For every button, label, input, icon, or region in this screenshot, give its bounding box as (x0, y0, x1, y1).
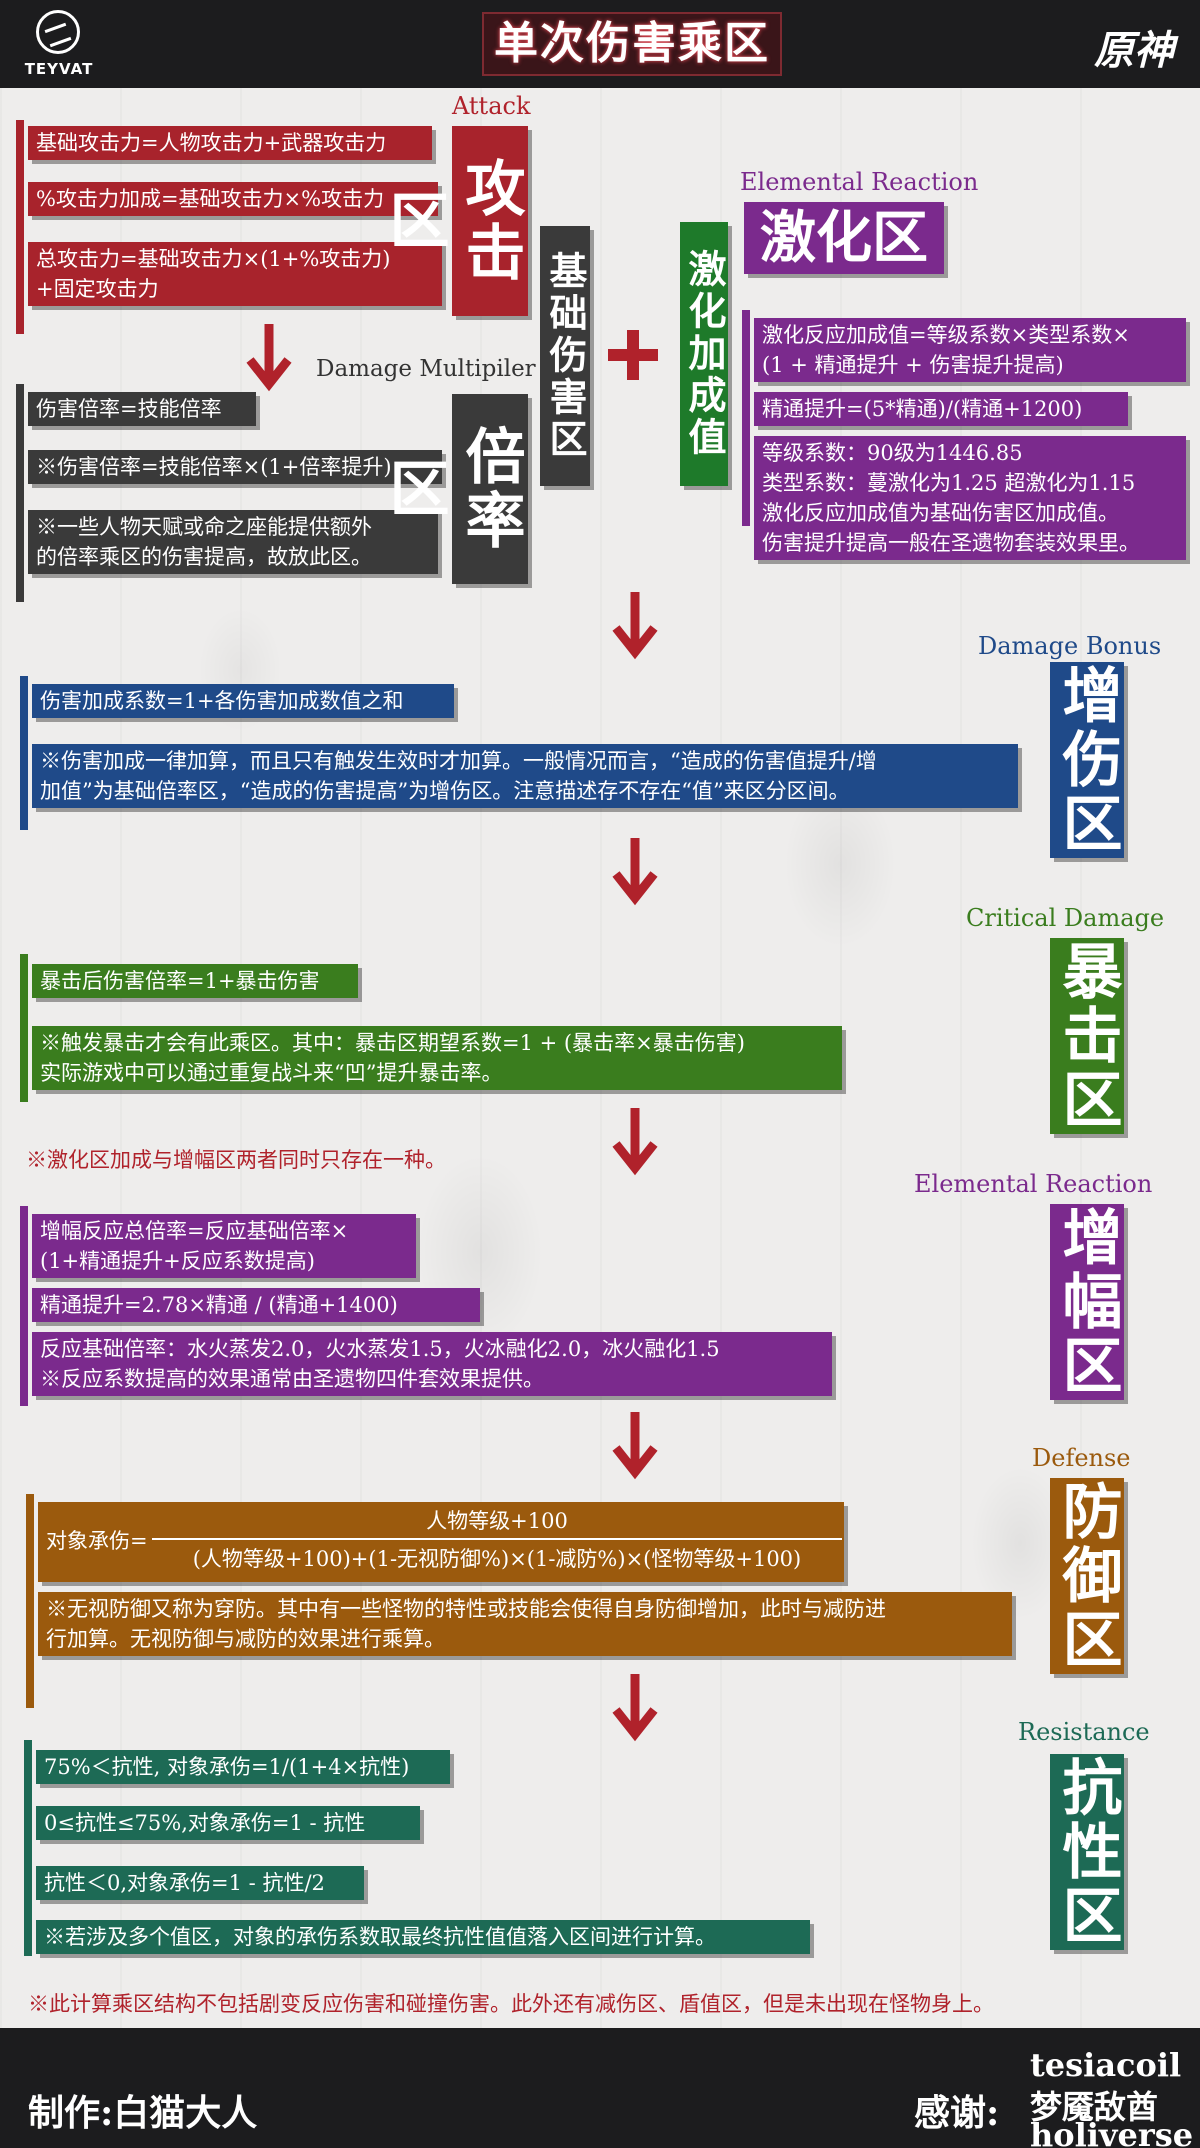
resistance-item-4: ※若涉及多个值区，对象的承伤系数取最终抗性值值落入区间进行计算。 (36, 1920, 810, 1954)
page-title: 单次伤害乘区 (482, 12, 782, 76)
damage-bonus-zone-label: 增伤区 (1050, 662, 1124, 858)
arrow-down-icon (612, 1674, 658, 1742)
attack-bar (16, 120, 24, 334)
defense-formula-lhs: 对象承伤= (46, 1529, 148, 1553)
defense-en-label: Defense (1032, 1444, 1131, 1472)
attack-en-label: Attack (452, 92, 531, 120)
catalyze-en-label: Elemental Reaction (740, 168, 979, 196)
multiplier-bar (16, 384, 24, 602)
arrow-down-icon (612, 838, 658, 906)
amplify-item-2: 精通提升=2.78×精通 / (精通+1400) (32, 1288, 480, 1322)
resistance-item-2: 0≤抗性≤75%,对象承伤=1 - 抗性 (36, 1806, 420, 1840)
resistance-item-3: 抗性＜0,对象承伤=1 - 抗性/2 (36, 1866, 364, 1900)
catalyze-item-3: 等级系数：90级为1446.85 类型系数：蔓激化为1.25 超激化为1.15 … (754, 436, 1186, 560)
defense-formula: 对象承伤= 人物等级+100 (人物等级+100)+(1-无视防御%)×(1-减… (38, 1502, 844, 1582)
catalyze-zone-label: 激化区 (744, 202, 944, 274)
attack-zone-label: 攻击区 (379, 126, 528, 316)
arrow-down-icon (612, 1412, 658, 1480)
resistance-bar (24, 1740, 32, 1956)
fraction-line (152, 1538, 842, 1540)
amplify-zone-label: 增幅区 (1050, 1204, 1124, 1400)
credit-name: 梦魇敌酋 (1030, 2088, 1159, 2126)
teyvat-logo-text: TEYVAT (24, 60, 94, 78)
plus-icon (608, 330, 658, 380)
catalyze-value-label: 激化加成值 (680, 222, 728, 486)
defense-note: ※无视防御又称为穿防。其中有一些怪物的特性或技能会使得自身防御增加，此时与减防进… (38, 1592, 1012, 1656)
base-damage-zone-label: 基础伤害区 (540, 226, 590, 486)
attack-item-3: 总攻击力=基础攻击力×(1+%攻击力) +固定攻击力 (28, 242, 442, 306)
critical-item-2: ※触发暴击才会有此乘区。其中：暴击区期望系数=1 + (暴击率×暴击伤害) 实际… (32, 1026, 842, 1090)
page-title-text: 单次伤害乘区 (494, 18, 770, 69)
amplify-item-1: 增幅反应总倍率=反应基础倍率× (1+精通提升+反应系数提高) (32, 1214, 416, 1278)
critical-en-label: Critical Damage (966, 904, 1165, 932)
note-bottom: ※此计算乘区结构不包括剧变反应伤害和碰撞伤害。此外还有减伤区、盾值区，但是未出现… (28, 1992, 994, 2016)
defense-formula-numerator: 人物等级+100 (426, 1509, 568, 1533)
credit-name: holiverse (1030, 2116, 1194, 2148)
damage-bonus-item-1: 伤害加成系数=1+各伤害加成数值之和 (32, 684, 454, 718)
attack-item-2: %攻击力加成=基础攻击力×%攻击力 (28, 182, 438, 216)
resistance-zone-label: 抗性区 (1050, 1754, 1124, 1950)
genshin-logo: 原神 (1094, 27, 1174, 74)
amplify-item-3: 反应基础倍率：水火蒸发2.0，火水蒸发1.5，火冰融化2.0，冰火融化1.5 ※… (32, 1332, 832, 1396)
teyvat-logo: TEYVAT (14, 8, 94, 84)
multiplier-item-2: ※伤害倍率=技能倍率×(1+倍率提升) (28, 450, 442, 484)
amplify-en-label: Elemental Reaction (914, 1170, 1153, 1198)
header-bar: TEYVAT 单次伤害乘区 原神 (0, 0, 1200, 88)
damage-bonus-item-2: ※伤害加成一律加算，而且只有触发生效时才加算。一般情况而言，“造成的伤害值提升/… (32, 744, 1018, 808)
catalyze-item-1: 激化反应加成值=等级系数×类型系数× (1 + 精通提升 + 伤害提升提高) (754, 318, 1186, 382)
multiplier-en-label: Damage Multipiler (316, 356, 536, 382)
attack-item-1: 基础攻击力=人物攻击力+武器攻击力 (28, 126, 432, 160)
arrow-down-icon (246, 324, 292, 392)
resistance-en-label: Resistance (1018, 1718, 1150, 1746)
multiplier-item-1: 伤害倍率=技能倍率 (28, 392, 256, 426)
note-mid: ※激化区加成与增幅区两者同时只存在一种。 (26, 1148, 446, 1172)
thanks-label: 感谢: (914, 2092, 1000, 2134)
defense-formula-denominator: (人物等级+100)+(1-无视防御%)×(1-减防%)×(怪物等级+100) (192, 1547, 802, 1571)
damage-bonus-en-label: Damage Bonus (978, 632, 1162, 660)
defense-zone-label: 防御区 (1050, 1478, 1124, 1674)
credit-name: tesiacoil (1030, 2046, 1182, 2084)
footer-bar: 制作:白猫大人 感谢: tesiacoil 梦魇敌酋 holiverse (0, 2028, 1200, 2148)
arrow-down-icon (612, 1108, 658, 1176)
critical-bar (20, 954, 28, 1102)
multiplier-zone-label: 倍率区 (379, 394, 528, 584)
maker-credit: 制作:白猫大人 (28, 2092, 258, 2134)
catalyze-bar (742, 310, 750, 526)
amplify-bar (20, 1206, 28, 1406)
arrow-down-icon (612, 592, 658, 660)
critical-zone-label: 暴击区 (1050, 938, 1124, 1134)
critical-item-1: 暴击后伤害倍率=1+暴击伤害 (32, 964, 358, 998)
resistance-item-1: 75%＜抗性, 对象承伤=1/(1+4×抗性) (36, 1750, 450, 1784)
damage-bonus-bar (20, 676, 28, 830)
teyvat-emblem-icon (36, 10, 80, 54)
defense-bar (26, 1494, 34, 1708)
multiplier-item-3: ※一些人物天赋或命之座能提供额外 的倍率乘区的伤害提高，故放此区。 (28, 510, 438, 574)
catalyze-item-2: 精通提升=(5*精通)/(精通+1200) (754, 392, 1128, 426)
